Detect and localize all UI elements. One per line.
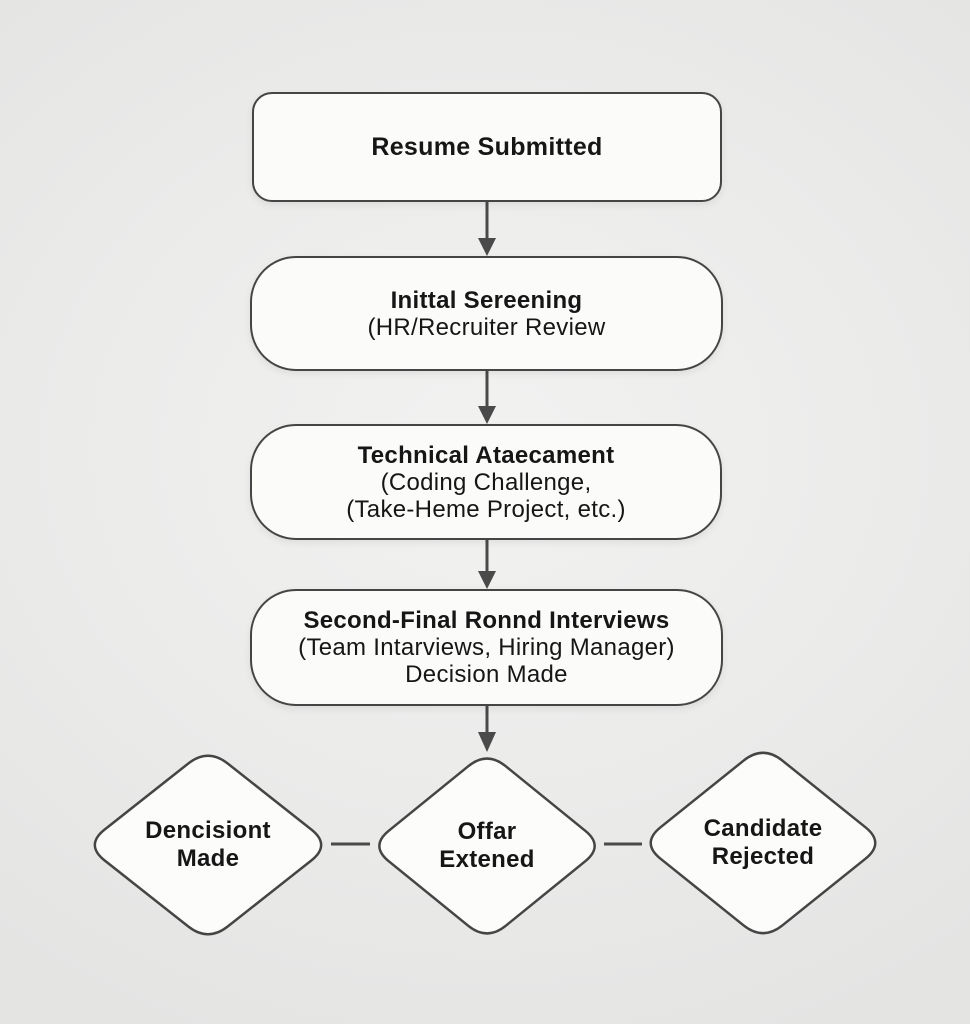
node-subtitle: (Team Intarviews, Hiring Manager) [298, 634, 675, 661]
node-candidate-rejected-label: Candidate Rejected [641, 745, 885, 941]
node-decision-made-label: Dencisiont Made [85, 748, 331, 942]
node-offer-extended-shape [378, 757, 596, 935]
node-candidate-rejected-shape [649, 751, 877, 935]
node-final-round-interviews: Second-Final Ronnd Interviews (Team Inta… [250, 589, 723, 706]
node-technical-assessment: Technical Ataecament (Coding Challenge, … [250, 424, 722, 540]
node-title: Second-Final Ronnd Interviews [303, 607, 670, 634]
node-title: Rejected [711, 843, 815, 870]
node-subtitle: (HR/Recruiter Review [367, 313, 606, 341]
node-subtitle: (Take-Heme Project, etc.) [346, 495, 626, 523]
node-decision-made-shape [93, 754, 323, 936]
arrowhead-down-icon [478, 732, 496, 752]
node-initial-screening: Inittal Sereening (HR/Recruiter Review [250, 256, 723, 371]
node-title: Resume Submitted [371, 132, 603, 161]
arrowhead-down-icon [478, 406, 496, 424]
node-subtitle: Decision Made [405, 661, 568, 688]
arrowhead-down-icon [478, 571, 496, 589]
node-resume-submitted: Resume Submitted [252, 92, 722, 202]
node-title: Made [176, 845, 240, 872]
node-title: Offar [457, 818, 517, 845]
node-title: Dencisiont [145, 817, 271, 844]
node-offer-extended-label: Offar Extened [370, 751, 604, 941]
node-title: Inittal Sereening [390, 286, 583, 314]
arrowhead-down-icon [478, 238, 496, 256]
node-title: Technical Ataecament [357, 441, 615, 469]
node-title: Candidate [703, 815, 823, 842]
node-subtitle: (Coding Challenge, [380, 468, 592, 496]
node-title: Extened [439, 846, 535, 873]
